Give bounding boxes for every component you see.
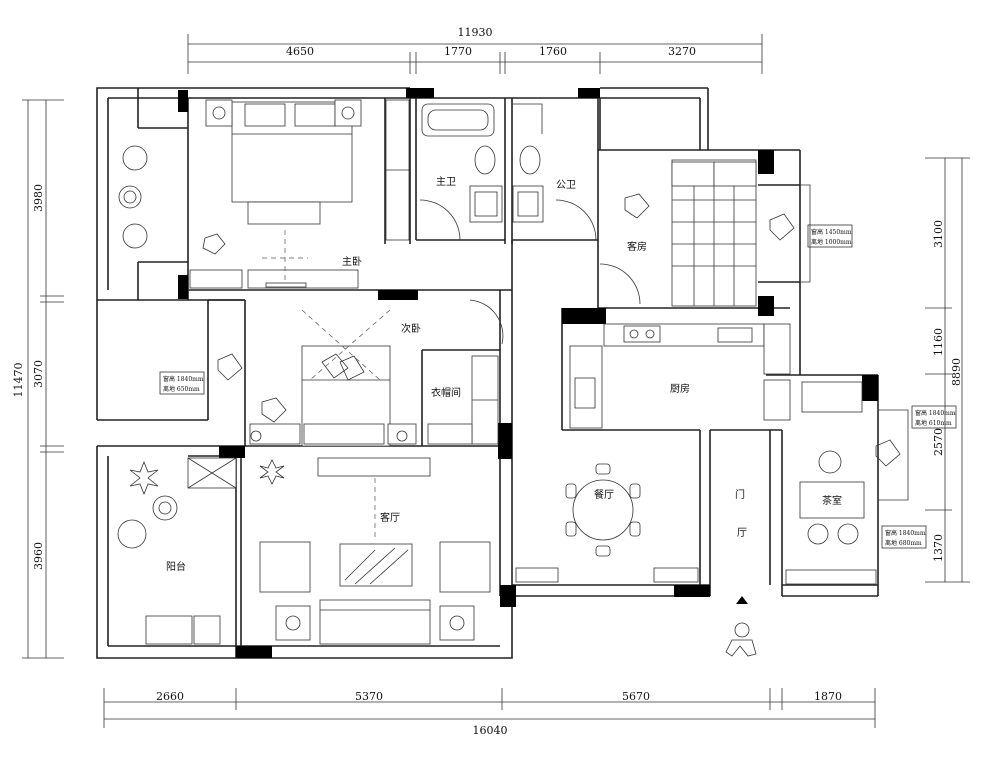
entry-person-icon [725, 596, 757, 657]
window-note-tea-lower: 窗高 1840mm 离地 680mm [881, 525, 927, 549]
structural-columns [178, 88, 878, 658]
dim-right-seg-2: 1160 [932, 328, 945, 356]
dim-top-seg-2: 1770 [444, 45, 472, 58]
label-tea-room: 茶室 [822, 494, 842, 507]
dim-right-seg-4: 1370 [932, 534, 945, 562]
dim-bottom-seg-3: 5670 [622, 690, 650, 703]
dining-table [515, 463, 699, 583]
dim-right-seg-3: 2570 [932, 428, 945, 456]
window-note-guest-line1: 窗高 1450mm [811, 228, 852, 236]
dim-bottom-total: 16040 [473, 724, 508, 737]
balcony-chairs-top [118, 145, 148, 249]
label-master-bath: 主卫 [436, 176, 456, 188]
dim-bottom-seg-2: 5370 [355, 690, 383, 703]
dimension-right: 3100 1160 2570 1370 8890 [925, 157, 970, 583]
master-bed [205, 99, 362, 225]
label-foyer-1: 门 [735, 488, 745, 501]
room-labels: 主卧 主卫 公卫 客房 次卧 衣帽间 厨房 客厅 餐厅 阳台 门 厅 茶室 [166, 176, 842, 573]
dim-left-seg-2: 3070 [32, 360, 45, 388]
window-note-tea-upper-line1: 窗高 1840mm [915, 409, 956, 417]
master-dresser [189, 230, 359, 289]
dim-bottom-seg-1: 2660 [156, 690, 184, 703]
dim-top-seg-1: 4650 [286, 45, 314, 58]
label-guest-room: 客房 [627, 240, 647, 253]
dim-left-seg-1: 3980 [32, 184, 45, 212]
window-note-second-line1: 窗高 1840mm [163, 375, 204, 383]
guest-room-bed [599, 159, 795, 307]
walls [96, 87, 909, 659]
dim-left-seg-3: 3960 [32, 542, 45, 570]
label-master-bedroom: 主卧 [342, 255, 362, 268]
bathtub [421, 103, 495, 137]
window-note-tea-lower-line2: 离地 680mm [885, 539, 922, 547]
label-second-bedroom: 次卧 [401, 322, 421, 335]
public-bath-fixtures [512, 103, 597, 241]
label-kitchen: 厨房 [670, 382, 690, 395]
window-note-tea-lower-line1: 窗高 1840mm [885, 529, 926, 537]
dimension-bottom: 2660 5370 5670 1870 16040 [103, 688, 876, 737]
master-wardrobe [385, 99, 410, 241]
window-note-guest-line2: 离地 1000mm [811, 238, 852, 246]
window-note-second-line2: 离地 650mm [163, 385, 200, 393]
dimension-left: 11470 3980 3070 3960 [12, 99, 64, 659]
label-dining-room: 餐厅 [594, 488, 614, 501]
label-foyer-2: 厅 [737, 528, 747, 539]
master-bath-fixtures [419, 145, 503, 241]
kitchen-counters [569, 323, 791, 429]
window-note-second-bedroom: 窗高 1840mm 离地 650mm [159, 371, 205, 395]
window-note-tea-upper-line2: 离地 610mm [915, 419, 952, 427]
living-room-furniture [187, 457, 491, 645]
window-note-guest: 窗高 1450mm 离地 1000mm [807, 224, 853, 248]
second-bedroom-bed [217, 299, 504, 447]
dim-right-total: 8890 [950, 358, 963, 386]
dim-top-seg-4: 3270 [668, 45, 696, 58]
walk-in-closet-cabinets [427, 355, 499, 445]
balcony-furniture [117, 459, 285, 645]
label-balcony: 阳台 [166, 560, 186, 573]
dim-top-total: 11930 [458, 26, 493, 39]
dim-bottom-seg-4: 1870 [814, 690, 842, 703]
window-note-tea-upper: 窗高 1840mm 离地 610mm [911, 405, 957, 429]
label-living-room: 客厅 [380, 511, 400, 524]
label-public-bath: 公卫 [556, 180, 576, 191]
dim-top-seg-3: 1760 [539, 45, 567, 58]
dim-left-total: 11470 [12, 363, 25, 398]
tea-room-furniture [785, 381, 901, 585]
label-walk-in-closet: 衣帽间 [431, 386, 461, 399]
dimension-top: 11930 4650 1770 1760 3270 [187, 26, 763, 74]
dim-right-seg-1: 3100 [932, 220, 945, 248]
